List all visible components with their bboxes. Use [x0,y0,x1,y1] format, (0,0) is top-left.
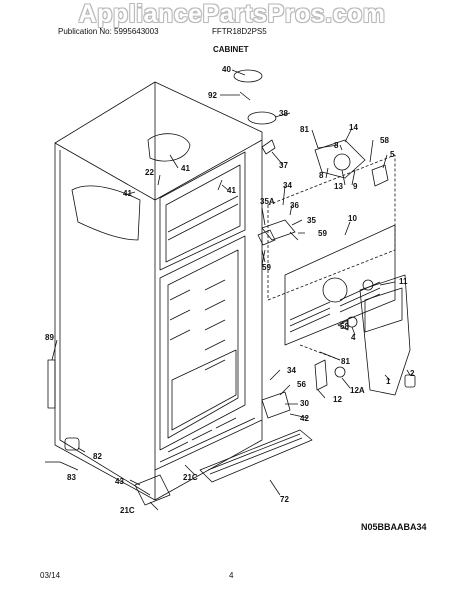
fresh-food-opening [159,235,246,451]
part-82-leveler [64,437,80,451]
callout-59-lower: 59 [262,263,271,272]
callout-12A: 12A [350,386,365,395]
callout-41-mid: 41 [227,186,236,195]
part-14-fan-bracket [314,139,366,179]
callout-59-right: 59 [318,229,327,238]
callout-92: 92 [208,91,217,100]
cabinet-drawing [45,69,416,511]
freezer-inner [165,164,241,263]
base-vent-slots [167,417,237,453]
callout-11: 11 [399,277,408,286]
part-30-bottom-hinge [261,391,291,419]
leader-lines [51,69,411,511]
section-title: CABINET [213,45,249,54]
callout-34-top: 34 [283,181,292,190]
part-92-screw [239,91,251,101]
part-1-control-housing [359,274,411,396]
part-10-evaporator-cover [284,224,396,346]
callout-37: 37 [279,161,288,170]
callout-14: 14 [349,123,358,132]
callout-21C-bottom: 21C [120,506,135,515]
part-38-housing [247,111,277,125]
part-35A-hinge [257,229,276,246]
callout-38: 38 [279,109,288,118]
callout-36: 36 [290,201,299,210]
callout-81-lower: 81 [341,357,350,366]
part-89-drain-tube [47,359,56,409]
kickplate-slots [207,433,303,475]
diagram-code: N05BBAABA34 [361,522,427,532]
callout-58-top: 58 [380,136,389,145]
callout-30: 30 [300,399,309,408]
part-81-harness [317,144,339,149]
part-59-screws [261,231,299,263]
publication-number: Publication No: 5995643003 [58,27,159,36]
control-panel-face [364,287,403,333]
callout-56: 56 [297,380,306,389]
callout-8-a: 8 [334,141,339,150]
callout-81-top: 81 [300,125,309,134]
callout-58-lower: 58 [340,322,349,331]
part-58-bracket [337,319,349,331]
callout-2: 2 [410,369,415,378]
callout-43: 43 [115,477,124,486]
callout-21C-right: 21C [183,473,198,482]
part-41-duct-left [71,185,141,241]
model-number: FFTR18D2PS5 [212,27,267,36]
fresh-food-inner [167,249,239,439]
freezer-opening [159,151,246,271]
cabinet-front-edge [54,82,263,500]
callout-labels: 40 92 38 37 81 14 8 58 5 8 13 9 41 41 41… [45,65,415,515]
part-41-duct-top [147,133,191,162]
callout-89: 89 [45,333,54,342]
watermark: AppliancePartsPros.com [78,0,386,28]
part-12-drain-part [314,359,328,391]
part-43-roller-bracket [134,474,171,506]
callout-8-b: 8 [319,171,324,180]
part-35-hinge [261,219,296,241]
part-12A-drain-cap [334,366,346,378]
callout-40: 40 [222,65,231,74]
part-72-kickplate [199,429,313,483]
shelf-supports [169,279,226,371]
page-number: 4 [229,571,234,580]
callout-5: 5 [390,150,395,159]
callout-35A: 35A [260,197,275,206]
callout-83: 83 [67,473,76,482]
callout-72: 72 [280,495,289,504]
callout-41-top: 41 [181,164,190,173]
part-5-switch [371,164,389,187]
callout-1: 1 [386,377,391,386]
part-11-thermostat [362,279,374,291]
part-40-cover [233,69,263,83]
callout-10: 10 [348,214,357,223]
callout-9: 9 [353,182,358,191]
callout-4: 4 [351,333,356,342]
cabinet-outline [54,81,263,501]
callout-12: 12 [333,395,342,404]
callout-13: 13 [334,182,343,191]
cabinet-left-face [59,150,151,496]
callout-82: 82 [93,452,102,461]
part-13-fan-motor [333,153,351,171]
freezer-shelf [167,195,239,241]
part-37-light [261,139,276,155]
callout-35: 35 [307,216,316,225]
cover-opening [322,277,348,303]
callout-41-left: 41 [123,189,132,198]
callout-42: 42 [300,414,309,423]
callout-34-lower: 34 [287,366,296,375]
cabinet-base [154,417,263,471]
callout-22: 22 [145,168,154,177]
footer-date: 03/14 [40,571,61,580]
crisper-area [171,349,237,431]
